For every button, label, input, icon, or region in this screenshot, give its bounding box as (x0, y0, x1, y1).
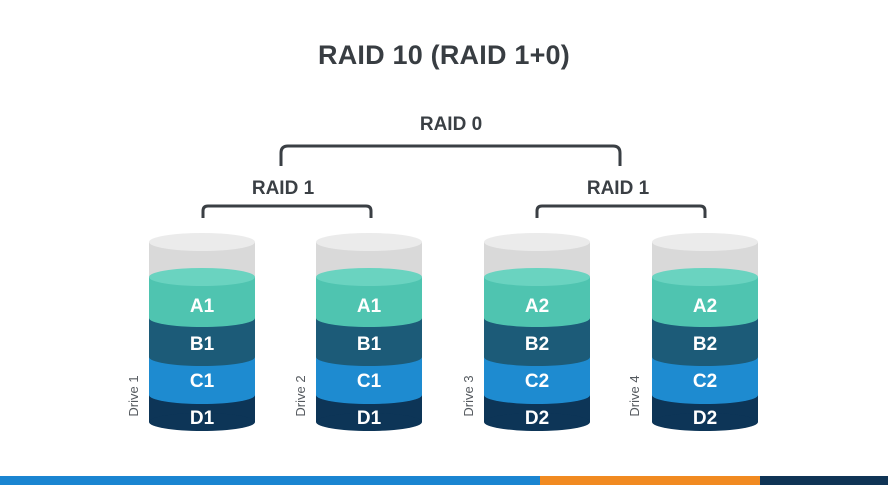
drive-3-label: Drive 3 (461, 375, 476, 416)
drive-2-cylinder (316, 233, 422, 431)
drive-2: Drive 2 A1 B1 C1 D1 (293, 233, 422, 431)
drive-3: Drive 3 A2 B2 C2 D2 (461, 233, 590, 431)
drive-3-block-d: D2 (525, 408, 549, 429)
drive-4-block-c: C2 (693, 371, 717, 392)
drive-4-label: Drive 4 (627, 375, 642, 416)
raid1-bracket-left: RAID 1 (201, 178, 373, 218)
raid0-label: RAID 0 (420, 114, 482, 135)
drive-4-block-d: D2 (693, 408, 717, 429)
drive-4-cylinder (652, 233, 758, 431)
drive-1-cylinder (149, 233, 255, 431)
raid1-left-label: RAID 1 (252, 178, 315, 199)
drive-2-block-d: D1 (357, 408, 382, 429)
drive-4-block-b: B2 (693, 334, 717, 355)
bottom-bar-blue-segment (0, 476, 540, 485)
bottom-color-bar (0, 476, 888, 485)
drive-4: Drive 4 A2 B2 C2 D2 (627, 233, 758, 431)
drive-1-block-d: D1 (190, 408, 215, 429)
raid1-right-bracket-line (535, 204, 707, 218)
drive-1-block-a: A1 (190, 296, 215, 317)
drive-3-cylinder (484, 233, 590, 431)
raid-diagram: RAID 0 RAID 1 RAID 1 Drive 1 (126, 114, 758, 431)
drive-3-block-a: A2 (525, 296, 549, 317)
drive-2-block-b: B1 (357, 334, 382, 355)
bottom-bar-navy-segment (760, 476, 888, 485)
drives: Drive 1 A (126, 233, 758, 431)
drive-1-block-c: C1 (190, 371, 215, 392)
diagram-title: RAID 10 (RAID 1+0) (318, 40, 570, 70)
drive-1: Drive 1 A (126, 233, 255, 431)
drive-2-block-c: C1 (357, 371, 382, 392)
raid0-bracket-line (279, 144, 622, 166)
drive-3-block-b: B2 (525, 334, 549, 355)
drive-1-label: Drive 1 (126, 375, 141, 416)
drive-1-block-b: B1 (190, 334, 215, 355)
raid0-bracket: RAID 0 (279, 114, 622, 166)
drive-3-block-c: C2 (525, 371, 549, 392)
raid1-bracket-right: RAID 1 (535, 178, 707, 218)
drive-4-block-a: A2 (693, 296, 717, 317)
bottom-bar-orange-segment (540, 476, 760, 485)
raid1-right-label: RAID 1 (587, 178, 650, 199)
drive-2-block-a: A1 (357, 296, 382, 317)
drive-2-label: Drive 2 (293, 375, 308, 416)
raid1-left-bracket-line (201, 204, 373, 218)
